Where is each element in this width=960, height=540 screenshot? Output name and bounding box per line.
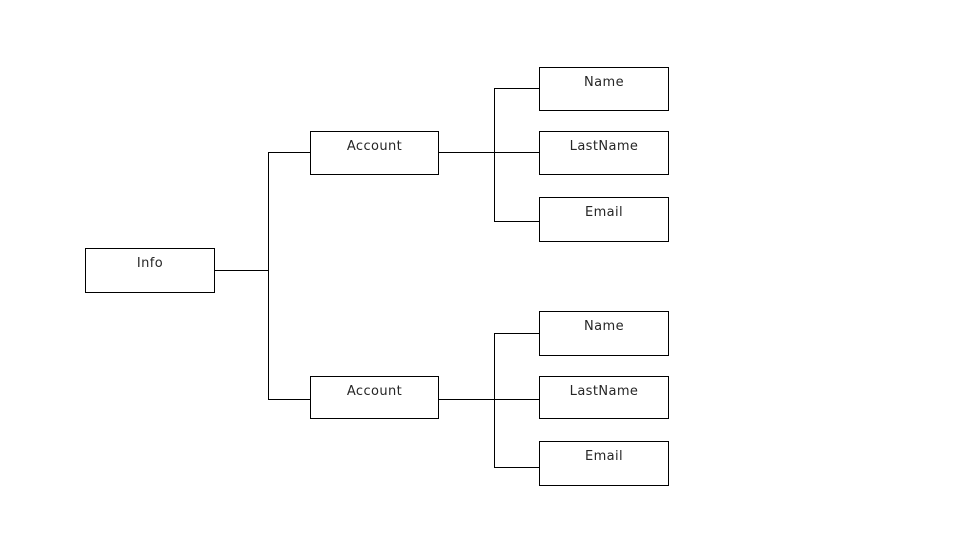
- node-email-1[interactable]: Email: [539, 197, 669, 242]
- node-name-2-label: Name: [584, 319, 624, 334]
- node-account-1-label: Account: [346, 139, 403, 154]
- node-email-2-label: Email: [584, 449, 624, 464]
- node-email-1-label: Email: [584, 205, 624, 220]
- node-account-2[interactable]: Account: [310, 376, 439, 419]
- node-lastname-2-label: LastName: [569, 384, 639, 399]
- node-name-1[interactable]: Name: [539, 67, 669, 111]
- node-lastname-1[interactable]: LastName: [539, 131, 669, 175]
- node-info[interactable]: Info: [85, 248, 215, 293]
- node-name-2[interactable]: Name: [539, 311, 669, 356]
- node-account-2-label: Account: [346, 384, 403, 399]
- node-name-1-label: Name: [584, 75, 624, 90]
- node-info-label: Info: [136, 256, 164, 271]
- node-account-1[interactable]: Account: [310, 131, 439, 175]
- node-lastname-1-label: LastName: [569, 139, 639, 154]
- node-lastname-2[interactable]: LastName: [539, 376, 669, 419]
- node-email-2[interactable]: Email: [539, 441, 669, 486]
